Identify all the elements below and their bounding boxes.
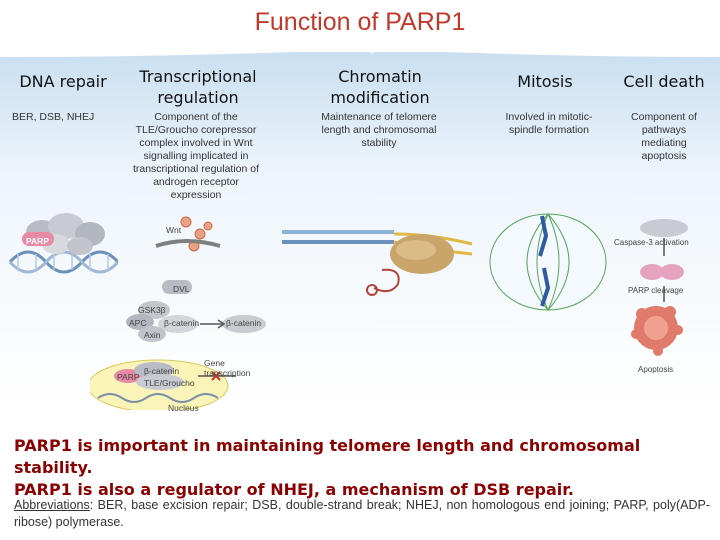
label-b-catenin-1: β-catenin — [164, 318, 200, 328]
mitosis-spindle-illustration — [489, 213, 607, 311]
label-tle-groucho: TLE/Groucho — [144, 378, 195, 388]
label-apoptosis: Apoptosis — [638, 365, 674, 374]
detail-mitosis: Involved in mitotic-spindle formation — [505, 111, 593, 136]
label-apc: APC — [129, 318, 147, 328]
abbreviations: Abbreviations: BER, base excision repair… — [14, 497, 710, 531]
label-b-catenin-2: β-catenin — [226, 318, 262, 328]
detail-cell-death: Component of pathways mediating apoptosi… — [631, 111, 697, 162]
detail-transcriptional-regulation: Component of the TLE/Groucho corepressor… — [132, 111, 260, 201]
main-statement: PARP1 is important in maintaining telome… — [14, 435, 706, 501]
label-parp-nucleus: PARP — [117, 372, 140, 382]
wnt-signalling-illustration — [90, 216, 266, 410]
dna-repair-illustration — [8, 213, 118, 274]
label-caspase: Caspase-3 activation — [614, 238, 689, 247]
main-statement-line-2: PARP1 is also a regulator of NHEJ, a mec… — [14, 480, 574, 499]
abbreviations-label: Abbreviations — [14, 498, 90, 512]
label-b-catenin-3: β-catenin — [144, 366, 180, 376]
label-gsk3b: GSK3β — [138, 305, 166, 315]
heading-cell-death: Cell death — [623, 72, 705, 91]
heading-chromatin-modification: Chromatin modification — [330, 67, 430, 107]
abbreviations-text: : BER, base excision repair; DSB, double… — [14, 498, 710, 529]
chromatin-illustration — [282, 230, 473, 296]
detail-dna-repair: BER, DSB, NHEJ — [12, 111, 95, 123]
heading-mitosis: Mitosis — [517, 72, 573, 91]
heading-dna-repair: DNA repair — [19, 72, 107, 91]
detail-chromatin-modification: Maintenance of telomere length and chrom… — [321, 111, 437, 149]
heading-transcriptional-regulation: Transcriptional regulation — [139, 67, 257, 107]
main-statement-line-1: PARP1 is important in maintaining telome… — [14, 436, 641, 477]
page-title: Function of PARP1 — [254, 8, 466, 36]
label-wnt: Wnt — [166, 225, 182, 235]
label-dvl: DVL — [173, 284, 190, 294]
label-nucleus: Nucleus — [168, 403, 199, 413]
label-parp-cleavage: PARP cleavage — [628, 286, 684, 295]
label-axin: Axin — [144, 330, 161, 340]
label-gene-transcription: Gene transcription — [204, 358, 251, 378]
label-parp-repair: PARP — [26, 236, 49, 246]
cell-death-illustration — [631, 219, 688, 356]
